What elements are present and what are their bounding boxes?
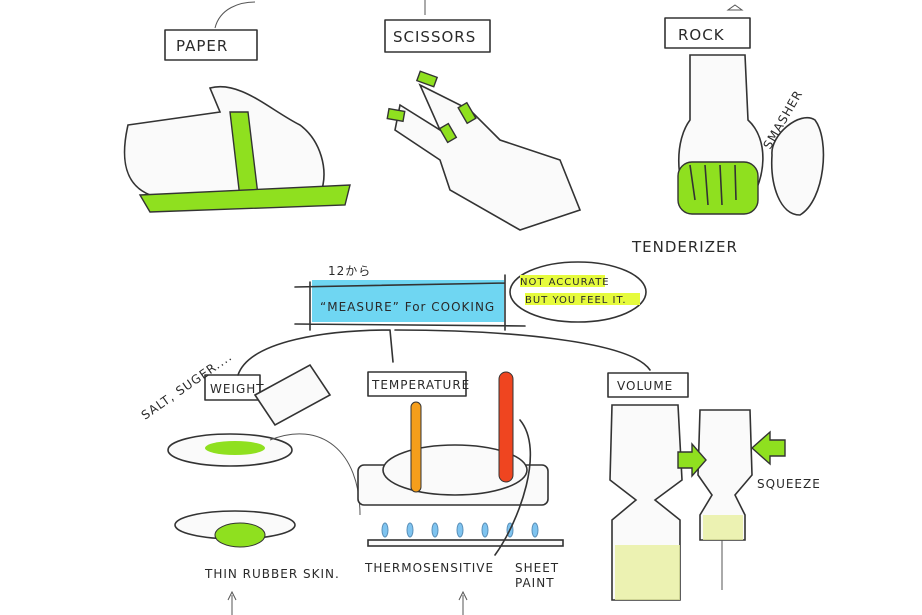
speech-bubble (509, 261, 647, 323)
paper-section: PAPER (123, 1, 351, 213)
temperature-section: TEMPERATURE THERMOSENSITIVE SHEET PAINT (357, 371, 564, 615)
squeeze-label: SQUEEZE (757, 477, 821, 491)
scissors-section: SCISSORS (384, 0, 582, 231)
sheet-label-2: PAINT (515, 576, 555, 590)
scissors-label: SCISSORS (393, 28, 476, 46)
note-text: 12から (328, 264, 371, 278)
rock-section: ROCK SMASHER TENDERIZER (631, 4, 825, 256)
tenderizer-label: TENDERIZER (631, 238, 738, 256)
thermo-label: THERMOSENSITIVE (364, 561, 494, 575)
volume-section: VOLUME SQUEEZE (607, 372, 821, 601)
measure-text: “MEASURE” For COOKING (320, 300, 495, 314)
bubble-line-2: BUT YOU FEEL IT. (525, 295, 627, 306)
volume-label: VOLUME (617, 379, 673, 393)
paper-label-box (164, 29, 258, 61)
bubble-line-1: NOT ACCURATE (520, 277, 610, 288)
weight-label: WEIGHT (210, 382, 265, 396)
rubber-label: THIN RUBBER SKIN. (204, 567, 340, 581)
hand-scissors (394, 83, 582, 231)
weight-section: WEIGHT SALT, SUGER.... THIN RUBBER SKIN. (139, 349, 361, 615)
hand-paper (123, 85, 325, 201)
measure-highlight (312, 280, 504, 322)
temperature-label: TEMPERATURE (371, 378, 470, 392)
measure-section: 12から “MEASURE” For COOKING NOT ACCURATE … (237, 261, 651, 376)
sheet-label-1: SHEET (515, 561, 559, 575)
paper-label: PAPER (176, 37, 228, 55)
rock-label: ROCK (678, 26, 725, 44)
